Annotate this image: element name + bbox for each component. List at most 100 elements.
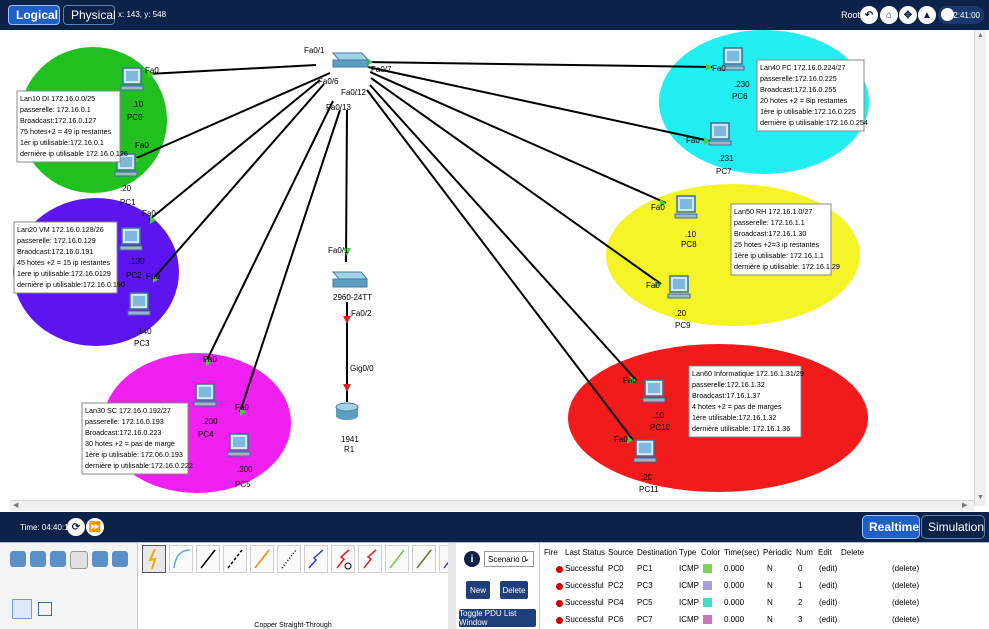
multiuser-icon[interactable] [112, 551, 128, 567]
pdu-delete[interactable]: (delete) [892, 564, 920, 573]
tab-physical[interactable]: Physical [63, 5, 116, 25]
console-cable-icon[interactable] [169, 545, 193, 573]
fire-indicator-icon[interactable] [556, 600, 563, 607]
connections-sub-icon[interactable] [12, 599, 32, 619]
connections-icon[interactable] [70, 551, 88, 569]
tab-logical[interactable]: Logical [8, 5, 60, 25]
pc-port: Fa0 [623, 376, 637, 385]
horizontal-scrollbar[interactable]: ◀ ▶ [10, 500, 974, 511]
home-icon[interactable]: ⌂ [880, 6, 898, 24]
info-icon[interactable]: i [464, 551, 480, 567]
pdu-delete[interactable]: (delete) [892, 615, 920, 624]
scroll-down-arrow[interactable]: ▼ [977, 494, 984, 501]
pdu-edit[interactable]: (edit) [819, 598, 838, 607]
scroll-right-arrow[interactable]: ▶ [962, 502, 968, 509]
serial-dce-icon[interactable] [331, 545, 355, 573]
delete-pdu-button[interactable]: Delete [500, 581, 528, 599]
reset-time-icon[interactable]: ⟳ [67, 518, 85, 536]
realtime-mode-button[interactable]: Realtime [862, 515, 920, 539]
serial-dte-icon[interactable] [358, 545, 382, 573]
iot-cable-icon[interactable] [412, 545, 436, 573]
pdu-edit[interactable]: (edit) [819, 581, 838, 590]
back-icon[interactable]: ↶ [860, 6, 878, 24]
pdu-color-swatch [703, 615, 712, 624]
router-r1[interactable] [335, 402, 359, 420]
scenario-select[interactable]: Scenario 0 ⌄ [484, 551, 534, 567]
grid-icon[interactable] [38, 602, 52, 616]
misc-icon[interactable] [92, 551, 108, 567]
simulation-mode-button[interactable]: Simulation [921, 515, 985, 539]
move-icon[interactable]: ✥ [899, 6, 917, 24]
pc-base [633, 457, 657, 463]
switch-main[interactable] [331, 52, 370, 68]
photo-icon[interactable]: ▲ [918, 6, 936, 24]
pc-ip: .130 [129, 257, 145, 266]
fiber-icon[interactable] [250, 545, 274, 573]
pdu-periodic: N [767, 564, 773, 573]
straight-through-icon[interactable] [196, 545, 220, 573]
cable-type-label: Copper Straight-Through [254, 622, 332, 629]
pc-base [193, 401, 217, 407]
fast-forward-icon[interactable]: ⏩ [86, 518, 104, 536]
auto-cable-icon[interactable] [142, 545, 166, 573]
note-background [756, 59, 865, 132]
end-devices-icon[interactable] [30, 551, 46, 567]
pc-base [227, 451, 251, 457]
lan60-info-note[interactable]: Lan60 Informatique 172.16.1.31/29passere… [688, 365, 804, 438]
new-pdu-button[interactable]: New [466, 581, 490, 599]
pdu-edit[interactable]: (edit) [819, 564, 838, 573]
pdu-delete[interactable]: (delete) [892, 581, 920, 590]
pdu-dest: PC7 [637, 615, 653, 624]
clock-display[interactable]: 12:41:00 [938, 6, 984, 24]
logical-workspace[interactable]: Fa0/1 Fa0/6 Fa0/12 Fa0/13 Fa0/7 Fa0/1 29… [10, 30, 974, 500]
note-line: 25 hotes +2=3 ip restantes [734, 240, 820, 249]
scroll-up-arrow[interactable]: ▲ [977, 32, 984, 39]
toggle-pdu-list-button[interactable]: Toggle PDU List Window [459, 609, 536, 627]
vertical-scrollbar[interactable]: ▲ ▼ [974, 30, 986, 506]
pdu-edit[interactable]: (edit) [819, 615, 838, 624]
pdu-num: 1 [798, 581, 803, 590]
pdu-delete[interactable]: (delete) [892, 598, 920, 607]
octal-cable-icon[interactable] [385, 545, 409, 573]
top-toolbar: Logical Physical x: 143, y: 548 Root ↶ ⌂… [0, 0, 989, 30]
header-destination: Destination [637, 548, 678, 557]
note-line: passerelle:172.16.1.32 [692, 380, 765, 389]
note-line: dernière ip utilisable 172.16.0.126 [20, 149, 128, 158]
crossover-icon[interactable] [223, 545, 247, 573]
pc-port: Fa0 [146, 272, 160, 281]
topology-canvas[interactable]: Fa0/1 Fa0/6 Fa0/12 Fa0/13 Fa0/7 Fa0/1 29… [10, 30, 974, 500]
coaxial-icon[interactable] [304, 545, 328, 573]
fire-indicator-icon[interactable] [556, 583, 563, 590]
fire-indicator-icon[interactable] [556, 617, 563, 624]
lan40-info-note[interactable]: Lan40 FC 172.16.0.224/27passerelle:172.1… [756, 59, 868, 132]
network-devices-icon[interactable] [10, 551, 26, 567]
palette-scrollbar[interactable] [448, 543, 456, 629]
scroll-left-arrow[interactable]: ◀ [13, 502, 19, 509]
phone-cable-icon[interactable] [277, 545, 301, 573]
pc-name: PC5 [235, 480, 251, 489]
fire-indicator-icon[interactable] [556, 566, 563, 573]
switch-2960[interactable] [331, 271, 369, 288]
tab-logical-label: Logical [16, 8, 59, 22]
components-icon[interactable] [50, 551, 66, 567]
